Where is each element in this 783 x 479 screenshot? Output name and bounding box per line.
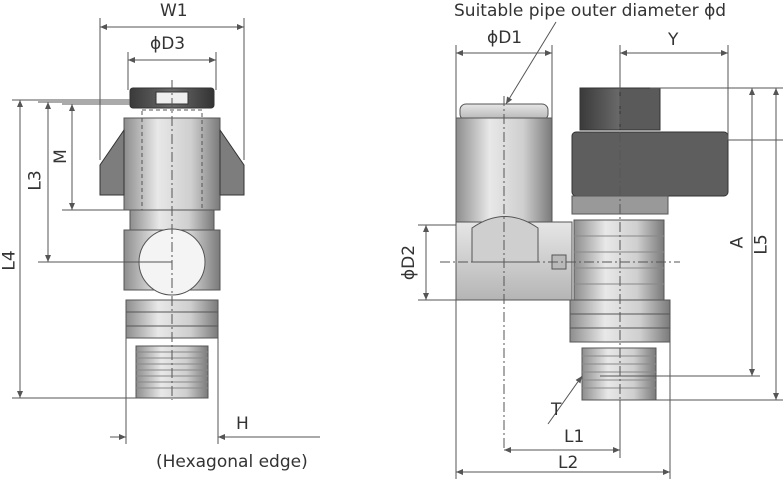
d2-label: ϕD2 [399, 244, 420, 281]
w1-label: W1 [160, 1, 188, 21]
l4-label: L4 [0, 250, 20, 271]
side-view [440, 87, 729, 450]
front-view [99, 80, 245, 400]
l2-label: L2 [558, 453, 579, 473]
y-label: Y [668, 30, 679, 50]
a-label: A [727, 236, 748, 249]
l5-label: L5 [751, 234, 772, 255]
d3-label: ϕD3 [150, 34, 186, 54]
h-label: H [236, 414, 249, 434]
m-label: M [50, 149, 71, 164]
pipe-note: Suitable pipe outer diameter ϕd [454, 1, 727, 21]
front-view-dimensions [12, 18, 320, 444]
hex-note: (Hexagonal edge) [156, 452, 308, 472]
t-label: T [551, 400, 562, 420]
side-view-dimensions [418, 21, 783, 479]
l1-label: L1 [564, 427, 585, 447]
l3-label: L3 [25, 170, 46, 191]
d1-label: ϕD1 [487, 28, 523, 48]
